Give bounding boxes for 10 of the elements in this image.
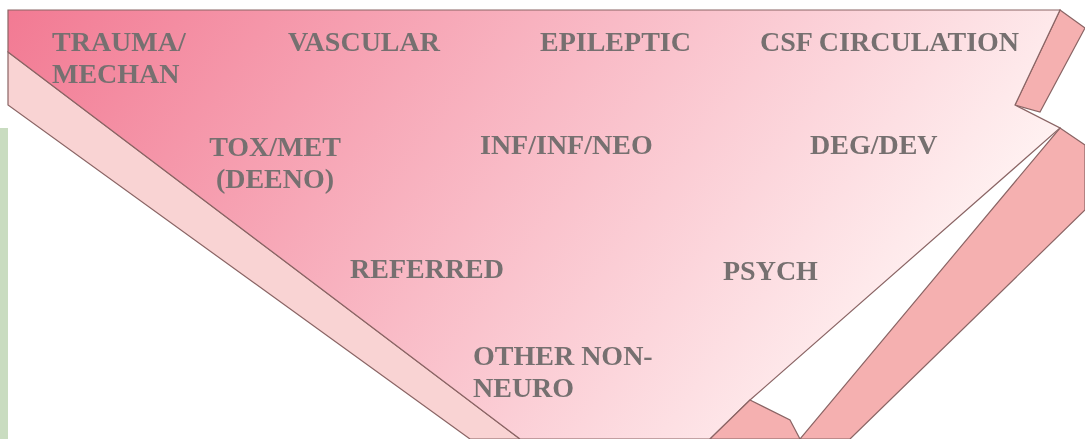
category-label: TOX/MET (DEENO)	[208, 131, 342, 196]
category-label: TRAUMA/ MECHAN	[52, 26, 187, 91]
category-label: EPILEPTIC	[540, 26, 692, 59]
category-label: PSYCH	[723, 255, 819, 288]
category-label: OTHER NON-NEURO	[473, 340, 654, 405]
category-label: VASCULAR	[288, 26, 442, 59]
category-label: CSF CIRCULATION	[760, 26, 1021, 59]
category-label: DEG/DEV	[810, 129, 939, 162]
category-label: INF/INF/NEO	[480, 129, 654, 162]
category-label: REFERRED	[350, 253, 505, 286]
